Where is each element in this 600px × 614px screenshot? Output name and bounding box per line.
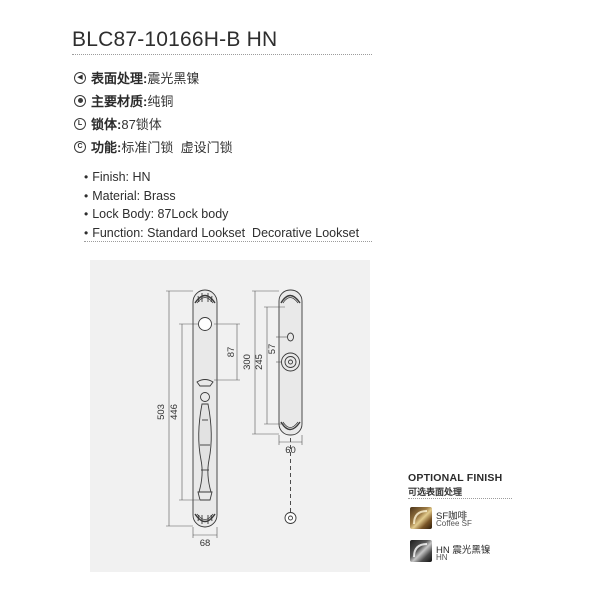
material-icon [74,94,86,107]
finish-code-hn: HN 震光黑镍 [436,545,491,556]
dim-87: 87 [226,347,237,358]
bullet: • [84,225,89,240]
function-icon: C [74,140,86,153]
swatch-gloss [413,510,428,525]
finish-icon: ◀ [74,71,86,84]
spec-lock-body-en: • Lock Body: 87Lock body [84,205,359,224]
drawing-svg: 503 446 87 68 300 2 [156,289,303,549]
spec-value: 87锁体 [121,117,162,132]
spec-finish-cn: ◀ 表面处理: 震光黑镍 [74,66,233,89]
finish-swatch-sf [410,507,432,529]
title-divider [72,54,372,55]
lock-body-icon: L [74,117,86,130]
spec-divider [84,241,372,242]
optional-finish-title: OPTIONAL FINISH [408,472,503,484]
spec-label: Material: [92,188,141,203]
dim-300: 300 [242,354,253,370]
spec-label: 表面处理: [91,71,148,86]
finish-code-sf: SF咖啡 [436,511,468,522]
technical-drawing: 503 446 87 68 300 2 [90,260,370,572]
dim-57: 57 [267,344,278,355]
handleset-plate [192,289,218,528]
dim-68: 68 [200,538,211,549]
optional-finish-divider [408,498,512,499]
spec-value: 标准门锁 虚设门锁 [121,140,233,155]
dimension-lines-right [252,290,303,445]
spec-label: 锁体: [91,117,122,132]
spec-value: Standard Lookset Decorative Lookset [147,225,360,240]
dim-60: 60 [285,445,296,456]
spec-label: Function: [92,225,144,240]
spec-value: 纯铜 [147,94,174,109]
english-spec-list: • Finish: HN • Material: Brass • Lock Bo… [84,168,359,242]
spec-function-cn: C 功能: 标准门锁 虚设门锁 [74,135,233,158]
finish-swatch-hn [410,540,432,562]
spec-lock-body-cn: L 锁体: 87锁体 [74,112,233,135]
optional-finish-subtitle: 可选表面处理 [408,487,463,497]
spec-label: Finish: [92,170,130,185]
spec-value: 87Lock body [157,207,229,222]
dimension-lines-left [166,290,240,538]
dim-503: 503 [156,404,167,420]
dim-245: 245 [254,354,265,370]
spec-value: Brass [143,188,176,203]
deadbolt-plate [278,289,303,524]
bullet: • [84,188,89,203]
finish-name-hn: HN [436,553,448,562]
spec-label: Lock Body: [92,207,155,222]
finish-name-sf: Coffee SF [436,519,472,528]
spec-value: 震光黑镍 [147,71,200,86]
swatch-gloss [413,543,428,558]
chinese-spec-list: ◀ 表面处理: 震光黑镍 主要材质: 纯铜 L 锁体: 87锁体 C 功能: 标… [74,66,233,158]
spec-label: 主要材质: [91,94,148,109]
spec-label: 功能: [91,140,122,155]
spec-function-en: • Function: Standard Lookset Decorative … [84,224,359,243]
product-title: BLC87-10166H-B HN [72,28,278,51]
spec-material-cn: 主要材质: 纯铜 [74,89,233,112]
spec-material-en: • Material: Brass [84,187,359,206]
spec-value: HN [132,170,151,185]
bullet: • [84,170,89,185]
dim-446: 446 [169,404,180,420]
bullet: • [84,207,89,222]
spec-finish-en: • Finish: HN [84,168,359,187]
